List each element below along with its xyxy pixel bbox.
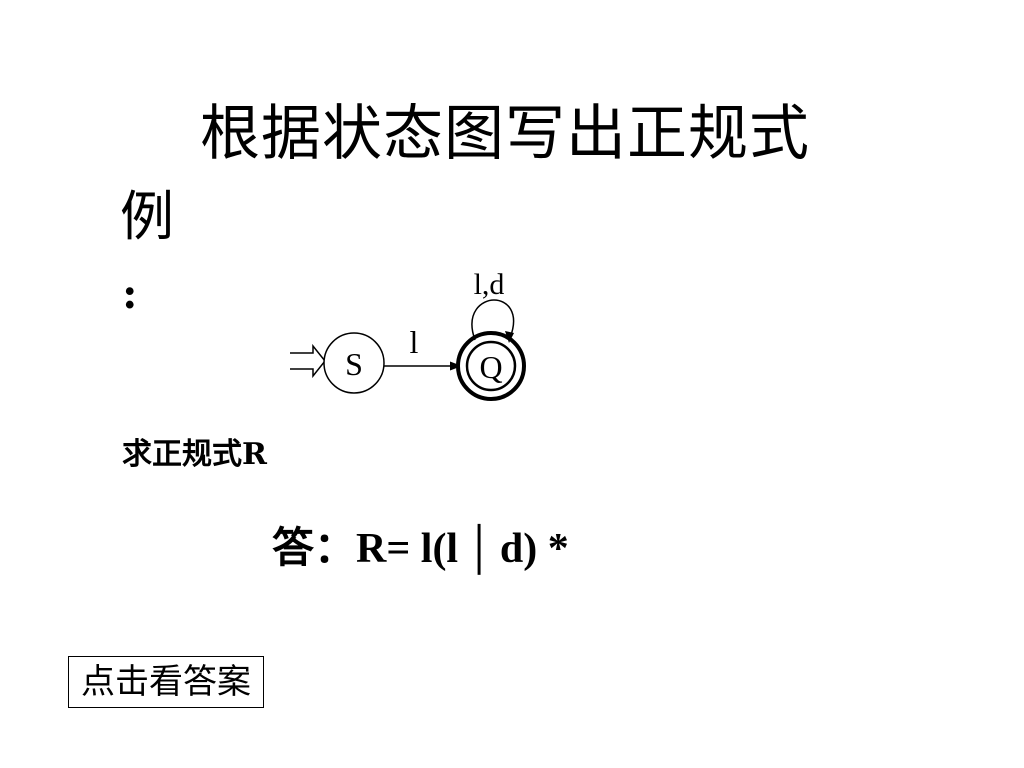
- answer-regex-suffix: d) *: [499, 526, 569, 572]
- start-arrow-icon: [290, 343, 326, 379]
- transition-q-self-loop-label: l,d: [474, 268, 505, 301]
- state-s: S: [323, 332, 385, 394]
- question-text: 求正规式R: [122, 437, 267, 472]
- transition-q-self-loop: l,d: [471, 268, 515, 343]
- state-q: Q: [456, 331, 526, 401]
- slide-title: 根据状态图写出正规式: [200, 99, 810, 169]
- transition-s-q-label: l: [410, 324, 419, 360]
- answer-regex-pipe: │: [464, 526, 494, 572]
- example-colon: :: [122, 269, 138, 318]
- state-s-label: S: [345, 346, 363, 382]
- transition-s-q: l: [384, 324, 462, 371]
- answer-text: 答：R= l(l│d) *: [272, 522, 569, 576]
- answer-regex-prefix: R= l(l: [356, 526, 459, 572]
- show-answer-button[interactable]: 点击看答案: [68, 656, 264, 708]
- example-label: 例: [120, 185, 174, 248]
- answer-label: 答：: [272, 526, 357, 572]
- state-q-label: Q: [479, 349, 502, 385]
